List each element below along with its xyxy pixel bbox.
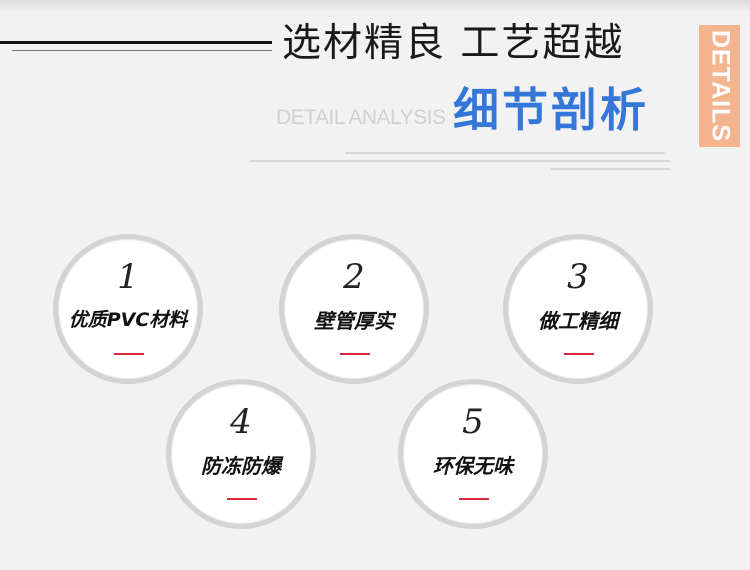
top-gradient-band <box>0 0 750 12</box>
feature-circle-1: 1 优质PVC材料 <box>53 234 203 384</box>
details-tag-label: DETAILS <box>706 29 734 143</box>
main-title: 选材精良 工艺超越 <box>282 21 625 66</box>
feature-label: 环保无味 <box>433 454 513 478</box>
red-dash <box>459 498 489 500</box>
red-dash <box>340 353 370 355</box>
feature-number: 2 <box>343 257 365 297</box>
feature-circle-3: 3 做工精细 <box>503 234 653 384</box>
feature-circle-5: 5 环保无味 <box>398 379 548 529</box>
english-subtitle: DETAIL ANALYSIS <box>276 106 446 129</box>
details-tag: DETAILS <box>699 25 740 147</box>
red-dash <box>564 353 594 355</box>
feature-label: 优质PVC材料 <box>68 309 188 331</box>
feature-number: 3 <box>567 257 589 297</box>
red-dash <box>227 498 257 500</box>
decorative-filler-text <box>250 150 680 174</box>
feature-number: 1 <box>117 257 139 297</box>
header-rule-thin <box>12 50 272 51</box>
feature-label: 做工精细 <box>538 309 618 333</box>
feature-label: 防冻防爆 <box>201 454 281 478</box>
feature-label: 壁管厚实 <box>314 309 394 333</box>
header-rule-thick <box>0 41 272 44</box>
feature-circle-4: 4 防冻防爆 <box>166 379 316 529</box>
feature-number: 5 <box>462 402 484 442</box>
feature-circle-2: 2 壁管厚实 <box>279 234 429 384</box>
section-title: 细节剖析 <box>453 83 649 137</box>
feature-number: 4 <box>230 402 252 442</box>
red-dash <box>114 353 144 355</box>
